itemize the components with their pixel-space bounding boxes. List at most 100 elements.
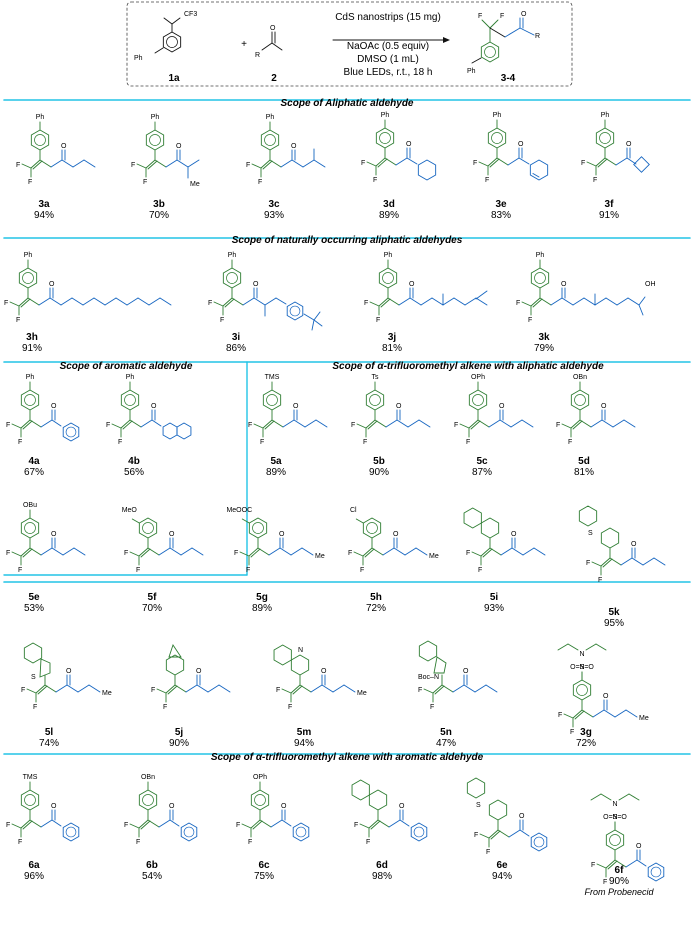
substituent-label: Ph (36, 114, 45, 121)
hydroxy-label: OH (645, 281, 656, 288)
bond (268, 547, 281, 556)
aryl-ring (248, 517, 268, 539)
sulfur-label: S (588, 530, 593, 537)
bond (508, 829, 521, 838)
compound-yield-3h: 91% (22, 343, 42, 354)
bond (22, 420, 33, 430)
f-label: F (106, 422, 110, 429)
compound-id-5g: 5g (256, 592, 268, 603)
aromatic-circle (183, 826, 195, 838)
aromatic-circle (24, 794, 36, 806)
aromatic-circle (609, 834, 621, 846)
bond (61, 159, 74, 168)
substituent-label: Cl (350, 507, 357, 514)
bond (29, 819, 42, 828)
substituent-label: Ph (493, 112, 502, 119)
aromatic-circle (142, 794, 154, 806)
sulfur-label: S (476, 802, 481, 809)
f-label: F (348, 550, 352, 557)
bond (532, 298, 543, 308)
bond (605, 297, 618, 306)
compound-id-5c: 5c (476, 456, 488, 467)
bond (618, 793, 630, 801)
compound-yield-4a: 67% (24, 467, 44, 478)
bond (292, 685, 303, 695)
aromatic-circle (65, 426, 77, 438)
bond (620, 557, 633, 566)
bond (251, 163, 262, 169)
compound-yield-3i: 86% (226, 343, 246, 354)
bond (50, 159, 63, 168)
bond (145, 159, 156, 169)
compound-id-3h: 3h (26, 332, 38, 343)
benzodioxole-ring (165, 654, 185, 676)
compound-yield-6f: 90% (609, 876, 629, 887)
bond (262, 160, 273, 170)
bond (83, 159, 96, 168)
substituent-label: Ph (24, 252, 33, 259)
aromatic-circle (650, 866, 662, 878)
bond (423, 688, 434, 694)
bond (418, 419, 431, 428)
aryl-ring (487, 127, 507, 149)
compound-yield-3k: 79% (534, 343, 554, 354)
bond (609, 557, 622, 566)
bond (137, 297, 150, 306)
compound-yield-3b: 70% (149, 210, 169, 221)
bond (187, 159, 200, 168)
f-label: F (220, 317, 224, 324)
aryl-ring (120, 389, 140, 411)
bond (138, 547, 149, 557)
bond (471, 57, 482, 64)
bond (147, 160, 158, 170)
compound-id-6f: 6f (615, 865, 625, 876)
bond (29, 547, 42, 556)
aromatic-circle (24, 522, 36, 534)
bond (242, 297, 255, 306)
o-label: O (626, 141, 632, 148)
compound-yield-5k: 95% (604, 618, 624, 629)
compound-id-3b: 3b (153, 199, 165, 210)
compound-id-5n: 5n (440, 727, 452, 738)
bond (415, 547, 428, 556)
sulfonyl-label: O=S=O (603, 814, 627, 821)
f-label: F (21, 687, 25, 694)
o-label: O (463, 668, 469, 675)
indole-benzo-ring (418, 640, 438, 662)
bond (380, 298, 391, 308)
substituent-label: Ph (26, 374, 35, 381)
o-label: O (631, 541, 637, 548)
bond (532, 173, 540, 178)
compound-id-4a: 4a (28, 456, 40, 467)
bond (88, 684, 101, 693)
compound-yield-6d: 98% (372, 871, 392, 882)
bond (500, 547, 513, 556)
compound-yield-3f: 91% (599, 210, 619, 221)
cyclohexyl-ring (417, 159, 437, 181)
bond (388, 819, 401, 828)
bond (625, 709, 638, 718)
f-label: F (6, 822, 10, 829)
bond (586, 161, 597, 167)
bond (191, 547, 204, 556)
bond (140, 548, 151, 558)
compound-id-5m: 5m (297, 727, 312, 738)
o-label: O (291, 143, 297, 150)
pyrrole-ring (433, 656, 447, 674)
bond (165, 684, 176, 694)
methyl-label: Me (190, 181, 200, 188)
f-label: F (351, 422, 355, 429)
bond (463, 684, 476, 693)
f-label: F (486, 849, 490, 856)
bond (264, 297, 277, 306)
bond (248, 547, 259, 557)
compound-id-3d: 3d (383, 199, 395, 210)
aryl-ring (250, 789, 270, 811)
bond (104, 297, 117, 306)
plus-sign: + (241, 39, 247, 50)
bond (452, 684, 465, 693)
f-label: F (556, 422, 560, 429)
bond (479, 833, 490, 839)
bond (497, 829, 510, 838)
bond (399, 819, 410, 827)
